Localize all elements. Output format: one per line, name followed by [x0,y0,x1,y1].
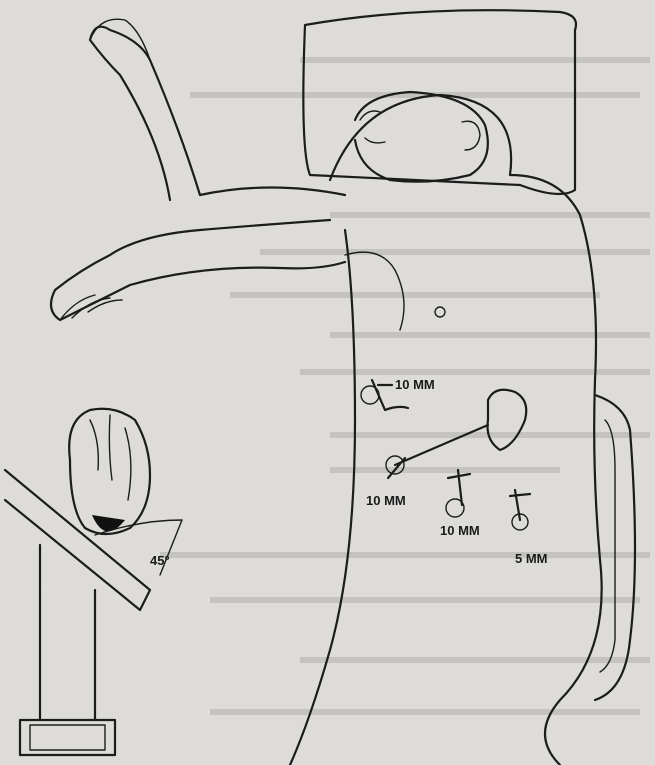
umbilicus [435,307,445,317]
trocar-middle [446,470,470,517]
patient-left-side-outline [290,230,355,765]
patient-ear [462,121,480,150]
trocar-left-label: 10 MM [366,493,406,508]
spleen [488,390,527,450]
trocar-upper-label: 10 MM [395,377,435,392]
pillow [303,10,576,194]
patient-head [355,92,488,182]
side-bolster-inner [600,420,615,672]
tilted-table-inset [5,409,182,755]
trocar-middle-label: 10 MM [440,523,480,538]
patient-torso-outline [330,95,602,765]
raised-hand [90,19,150,60]
trocar-right [510,490,530,530]
trocar-right-label: 5 MM [515,551,548,566]
extended-arm [51,220,345,320]
tilt-angle-label: 45° [150,553,170,568]
raised-arm [90,27,345,200]
